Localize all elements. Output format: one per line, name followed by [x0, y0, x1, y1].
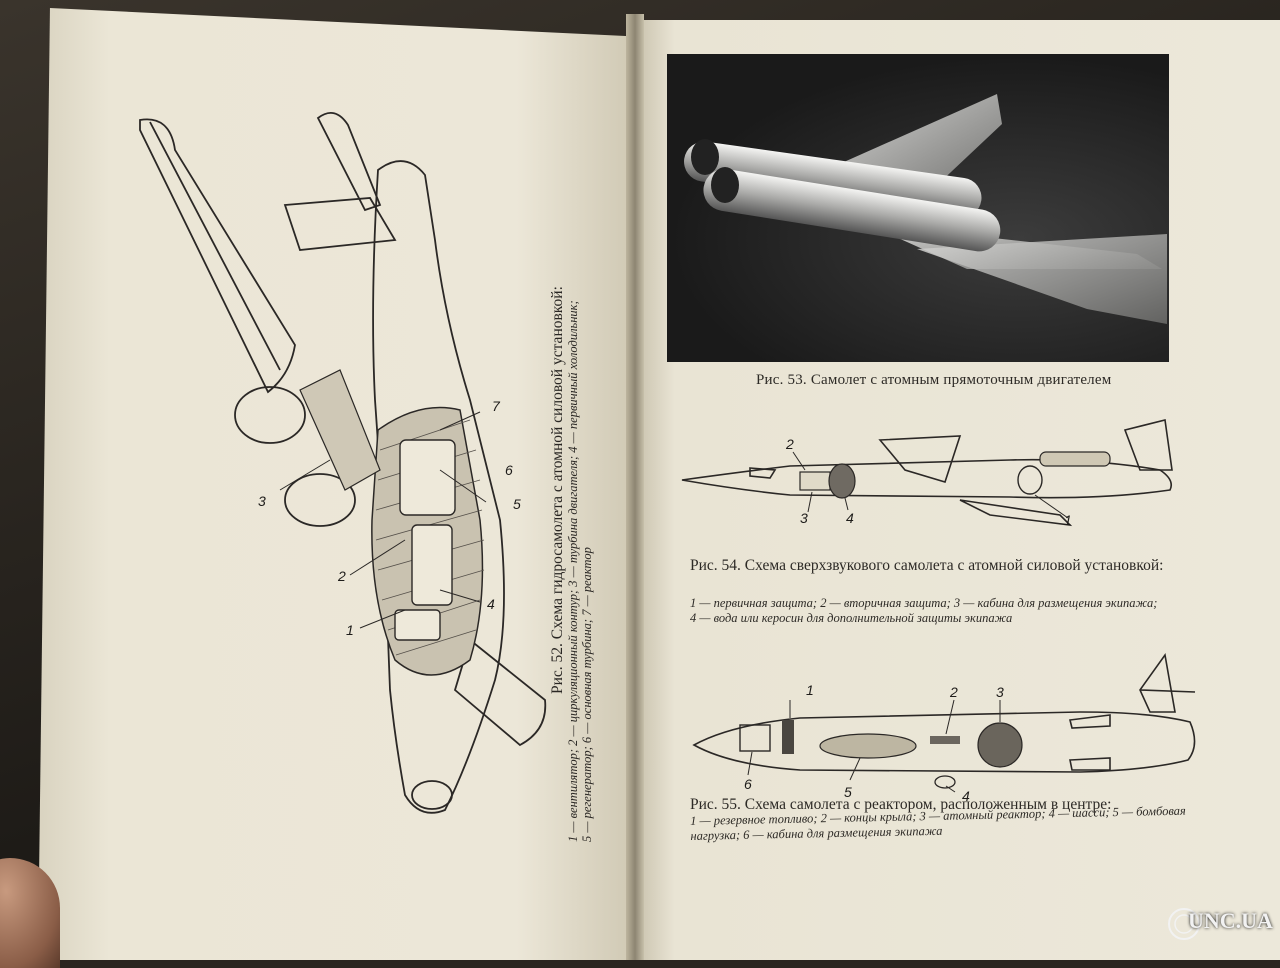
fig52-callout-4: 4	[487, 596, 495, 612]
fig55-callout-6: 6	[744, 776, 752, 792]
fig54-callout-1: 1	[1064, 512, 1072, 528]
watermark-seal-icon	[1168, 908, 1200, 940]
watermark: UNC.UA	[1188, 908, 1273, 933]
fig53-caption: Рис. 53. Самолет с атомным прямоточным д…	[756, 372, 1112, 388]
book-gutter	[626, 14, 644, 960]
fig55-callout-2: 2	[950, 684, 958, 700]
fig55-caption-title: Рис. 55. Схема самолета с реактором, рас…	[690, 796, 1112, 813]
fig55-callout-1: 1	[806, 682, 814, 698]
fig53-photo	[667, 54, 1169, 362]
fig52-callout-6: 6	[505, 462, 513, 478]
fig52-callout-5: 5	[513, 496, 521, 512]
fig52-callout-7: 7	[492, 398, 500, 414]
fig54-callout-3: 3	[800, 510, 808, 526]
fig54-caption-title: Рис. 54. Схема сверхзвукового самолета с…	[690, 557, 1164, 574]
fig55-callout-4: 4	[962, 788, 970, 804]
fig52-callout-3: 3	[258, 493, 266, 509]
fig52-callout-2: 2	[338, 568, 346, 584]
fig54-caption-legend: 1 — первичная защита; 2 — вторичная защи…	[690, 596, 1158, 625]
left-page	[38, 8, 636, 960]
fig54-callout-2: 2	[786, 436, 794, 452]
fig54-callout-4: 4	[846, 510, 854, 526]
fig52-callout-1: 1	[346, 622, 354, 638]
fig55-callout-3: 3	[996, 684, 1004, 700]
fig55-callout-5: 5	[844, 784, 852, 800]
